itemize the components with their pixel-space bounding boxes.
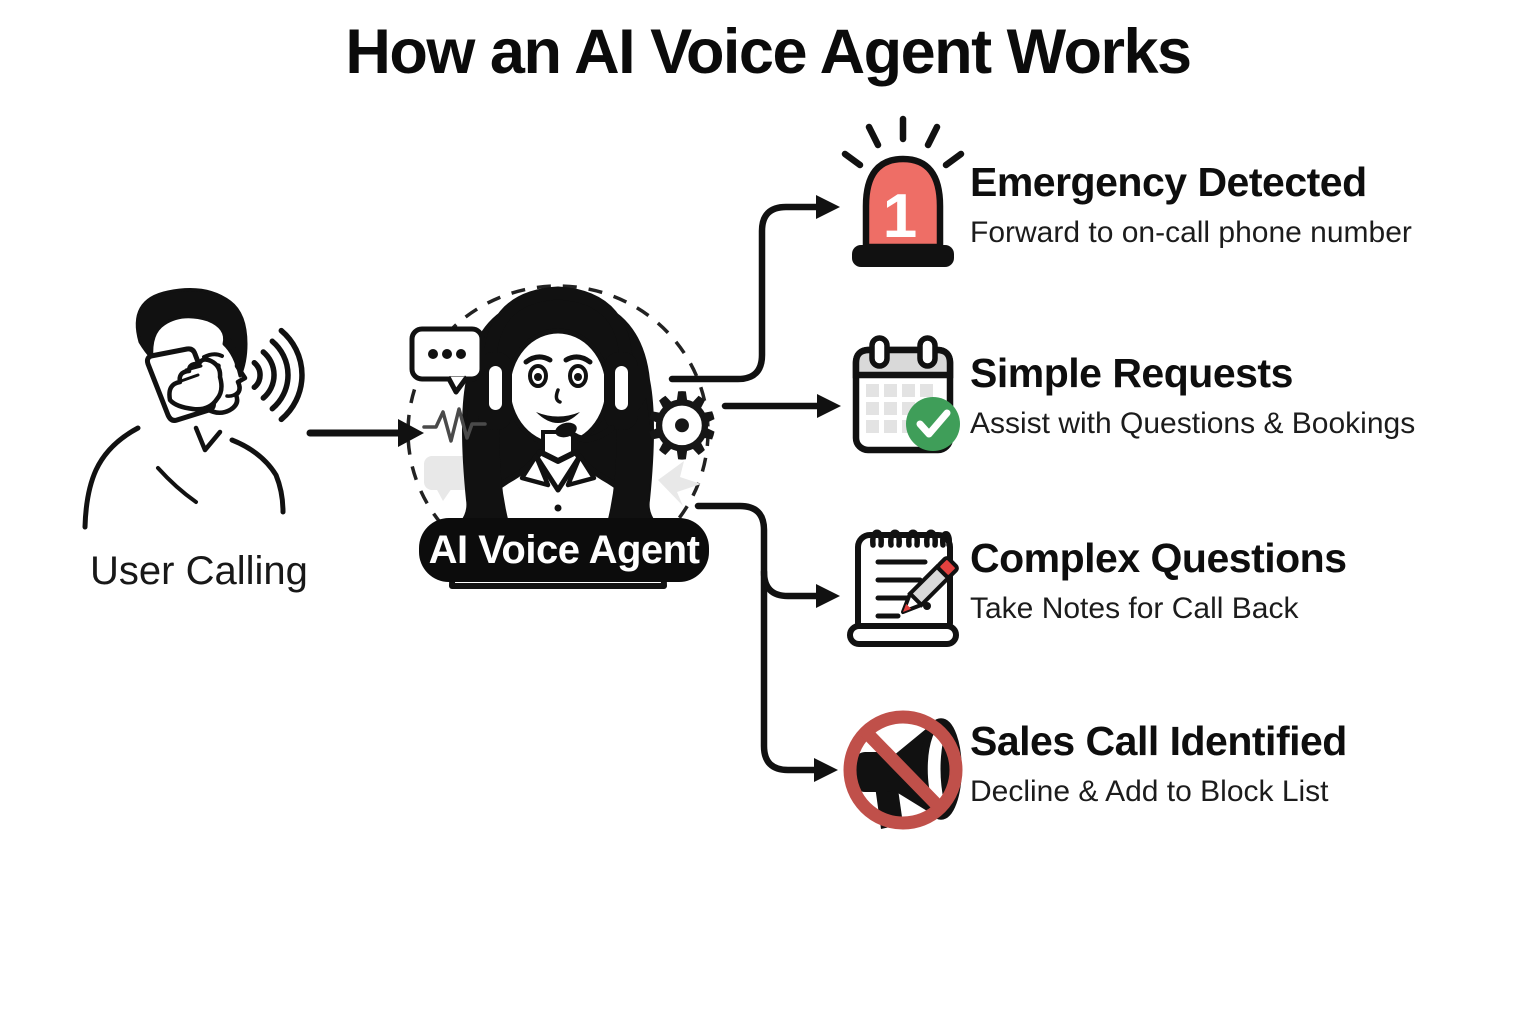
hand — [167, 357, 224, 412]
siren-dome — [862, 155, 944, 251]
outcome-complex-questions: Complex Questions Take Notes for Call Ba… — [970, 535, 1347, 625]
arrow-to-complex — [760, 568, 822, 600]
pencil-tip — [903, 603, 912, 612]
outcome-emergency: Emergency Detected Forward to on-call ph… — [970, 159, 1412, 249]
sound-waves — [251, 327, 305, 423]
headset-band — [483, 286, 633, 375]
notepad-pencil-icon — [847, 529, 959, 647]
notepad-lines — [875, 559, 928, 619]
agent-hair-lock-left — [461, 398, 509, 528]
outcome-title: Simple Requests — [970, 350, 1293, 396]
ai-voice-agent-label: AI Voice Agent — [428, 527, 700, 572]
fingers — [179, 364, 203, 383]
notepad-spiral — [870, 529, 952, 548]
siren-base — [852, 245, 954, 267]
outcome-subtitle: Forward to on-call phone number — [970, 215, 1412, 249]
collar-line — [193, 425, 223, 453]
agent-hair-lock-right — [607, 398, 655, 528]
outcome-subtitle: Assist with Questions & Bookings — [970, 406, 1416, 440]
shirt-fold — [156, 466, 198, 504]
outcome-subtitle: Decline & Add to Block List — [970, 774, 1329, 808]
prohibition-circle — [843, 710, 963, 830]
pencil-eraser — [936, 556, 959, 579]
no-sales-call-icon — [843, 710, 963, 830]
waveform-icon — [422, 407, 487, 443]
chat-bubble-icon — [409, 326, 485, 395]
flow-arrowheads — [814, 195, 841, 782]
headset-earcups — [478, 352, 638, 430]
outcome-title: Sales Call Identified — [970, 718, 1347, 764]
calendar-ring-left — [869, 335, 890, 369]
faded-arrow-shape — [658, 461, 701, 506]
prohibition-slash — [861, 727, 945, 813]
pencil — [901, 556, 959, 614]
agent-features — [523, 354, 593, 404]
outcome-simple-requests: Simple Requests Assist with Questions & … — [970, 350, 1416, 440]
faded-bubble-shape — [424, 456, 476, 501]
siren-icon: 1 — [841, 115, 965, 267]
check-mark — [916, 409, 951, 438]
outcome-sales-call: Sales Call Identified Decline & Add to B… — [970, 718, 1347, 808]
calendar-ring-right — [917, 335, 938, 369]
shoulder-left — [82, 425, 141, 530]
outcome-title: Emergency Detected — [970, 159, 1367, 205]
agent-collar — [519, 453, 597, 512]
arrow-to-emergency — [668, 203, 822, 383]
siren-badge: 1 — [883, 182, 917, 251]
flow-arrows — [668, 203, 823, 774]
eyebrow — [202, 352, 224, 359]
outcome-title: Complex Questions — [970, 535, 1347, 581]
arrow-to-sales — [694, 502, 820, 774]
siren-rays — [841, 115, 965, 169]
gear-icon: ⚙ — [641, 376, 723, 478]
calendar-check-icon — [852, 335, 960, 454]
outcome-subtitle: Take Notes for Call Back — [970, 591, 1299, 625]
shoulder-right — [229, 437, 286, 515]
headset-mic-tip — [555, 422, 577, 438]
agent-smile — [536, 412, 580, 423]
user-calling-label: User Calling — [90, 549, 308, 593]
arrow-user-to-agent — [306, 419, 424, 447]
dashed-circle — [406, 284, 710, 580]
page-title: How an AI Voice Agent Works — [345, 17, 1192, 87]
notepad-base — [847, 623, 959, 647]
ai-voice-agent-pill: AI Voice Agent — [419, 518, 709, 582]
mouth — [225, 390, 240, 398]
user-calling-illustration — [82, 288, 305, 530]
